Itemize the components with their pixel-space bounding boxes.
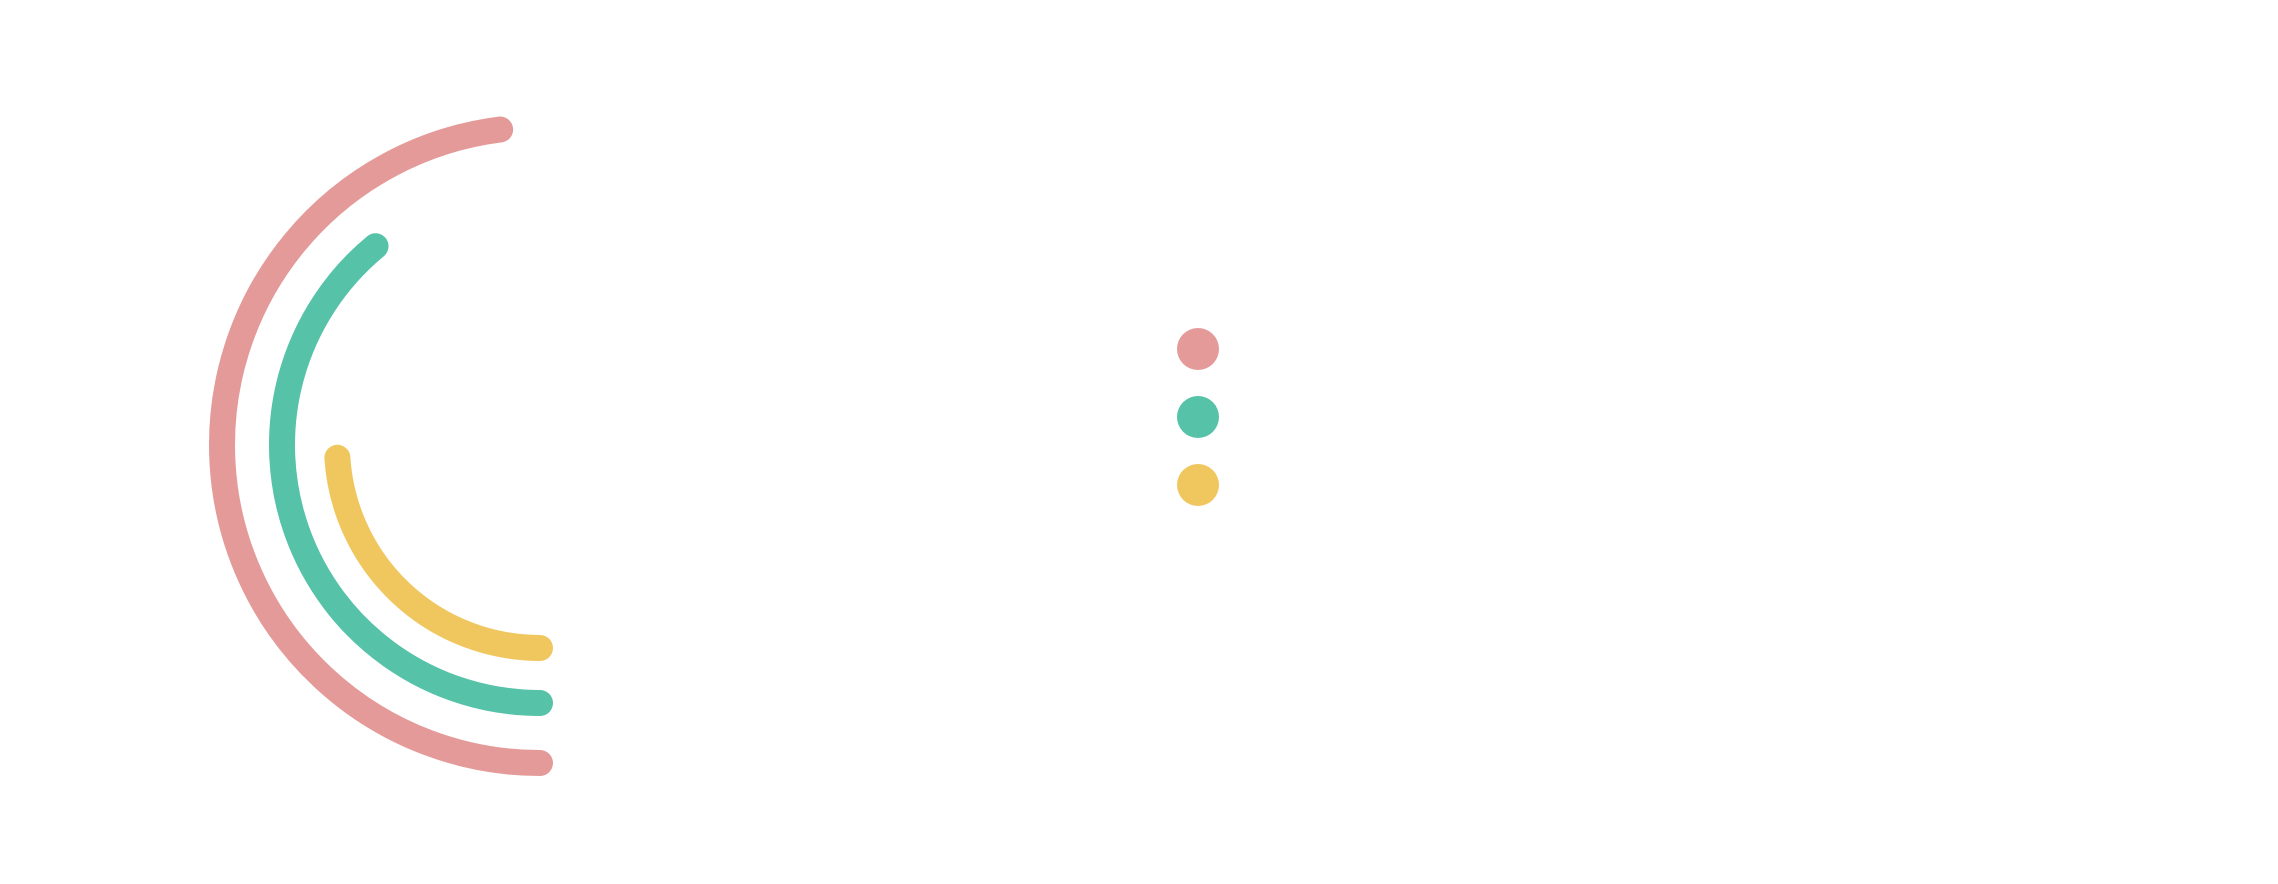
legend-marker-1[interactable] bbox=[1177, 396, 1219, 438]
radial-bar-2 bbox=[324, 444, 553, 661]
radial-bar-0 bbox=[209, 116, 553, 776]
legend bbox=[1177, 328, 1219, 506]
radial-bar-1 bbox=[269, 233, 553, 716]
legend-marker-2[interactable] bbox=[1177, 464, 1219, 506]
legend-marker-0[interactable] bbox=[1177, 328, 1219, 370]
radial-bars bbox=[209, 116, 553, 776]
